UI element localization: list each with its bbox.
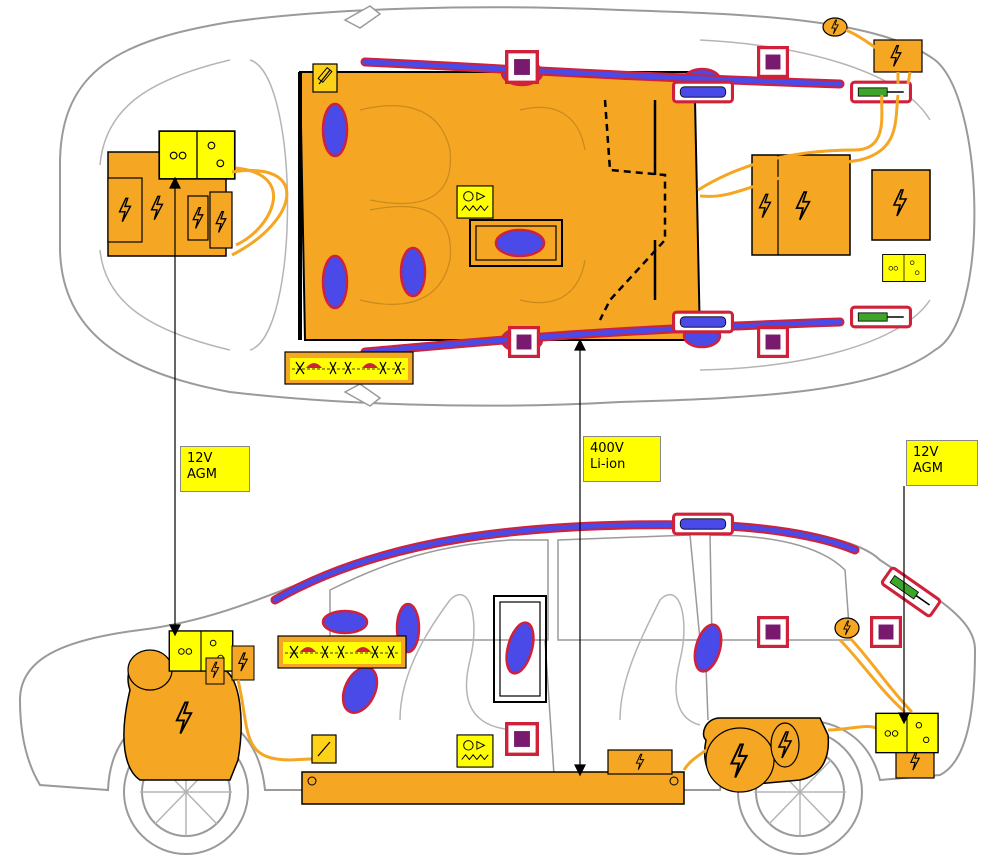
rear-motor-top [751,154,851,256]
callout-pointers [169,176,910,777]
fuse-icon [312,63,338,93]
seatbelt-tensioner-icon [456,185,494,219]
hv-battery-side [301,771,685,805]
hv-battery-label: 400V Li-ion [583,436,661,482]
top-view [59,5,976,407]
control-unit-icon [505,50,539,84]
side-view [18,512,977,855]
gas-strut-icon [672,80,734,104]
hv-battery-top [298,71,702,341]
rescue-strip-top [284,351,414,385]
left-battery-label: 12V AGM [180,446,250,492]
right-battery-label: 12V AGM [906,440,978,486]
battery-icon [158,130,236,180]
